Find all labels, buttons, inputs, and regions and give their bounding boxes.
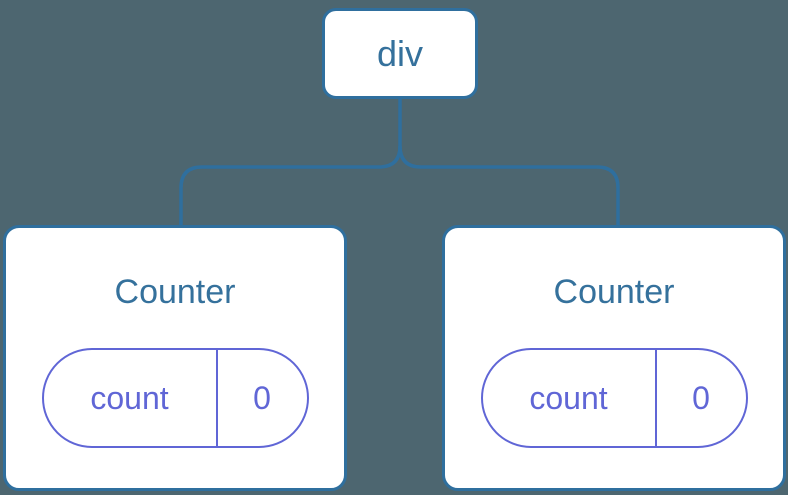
state-pill: count 0 — [480, 348, 748, 448]
state-label: count — [529, 379, 608, 416]
counter-title: Counter — [553, 273, 675, 311]
root-node: div — [322, 8, 478, 99]
state-label: count — [90, 379, 169, 416]
connector-right-branch — [398, 145, 620, 226]
counter-title: Counter — [114, 273, 236, 311]
root-node-label: div — [376, 32, 424, 74]
state-value: 0 — [654, 350, 746, 446]
counter-card-right: Counter count 0 — [442, 225, 786, 491]
state-pill: count 0 — [41, 348, 309, 448]
counter-card-left: Counter count 0 — [3, 225, 347, 491]
state-value: 0 — [215, 350, 307, 446]
connector-left-branch — [179, 99, 402, 226]
